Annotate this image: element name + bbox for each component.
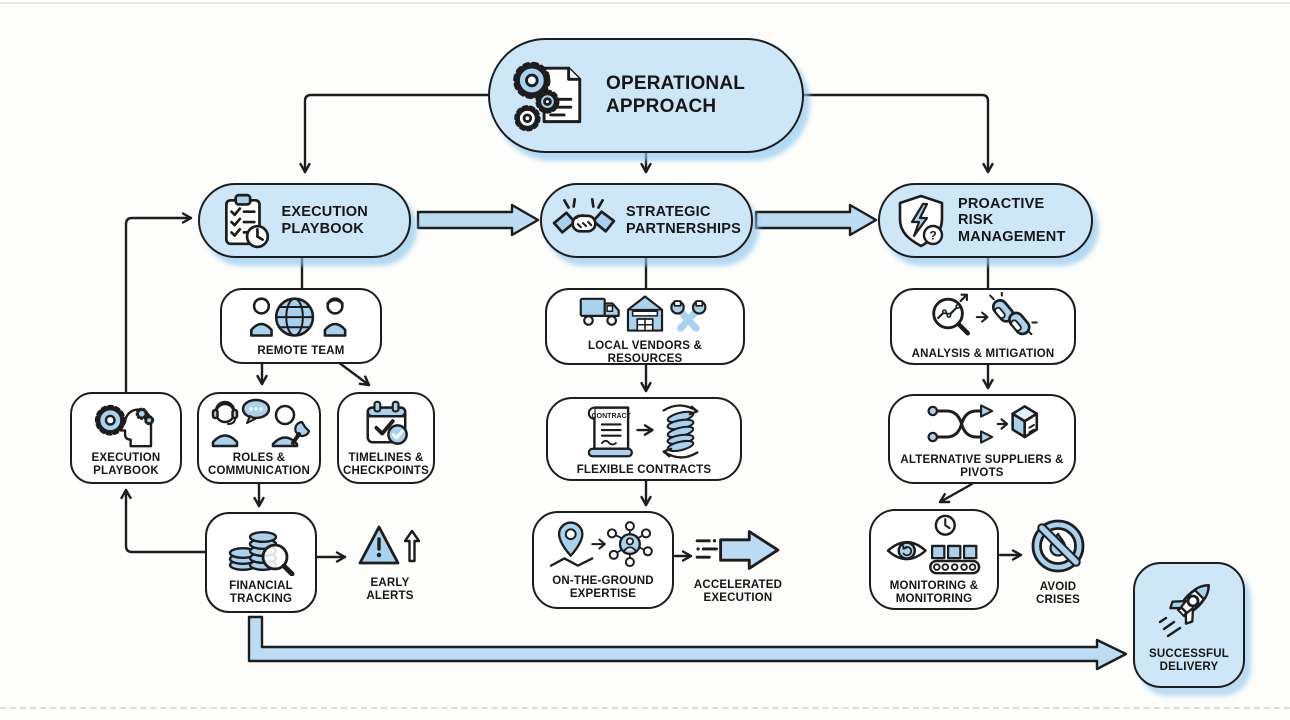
flexible-contracts-label: FLEXIBLE CONTRACTS [576,463,712,476]
proactive-risk-node: ? PROACTIVE RISK MANAGEMENT [878,183,1093,258]
accelerated-execution-node: ACCELERATED EXECUTION [688,527,788,605]
execution-playbook-side-label: EXECUTION PLAYBOOK [91,452,161,477]
svg-text:?: ? [929,228,936,242]
connector-root-to-risk [802,93,994,174]
on-the-ground-node: ON-THE-GROUND EXPERTISE [532,511,674,609]
bottom-edge-line [0,707,1290,709]
gear-mind-icon [93,398,159,448]
connector-suppliers-to-monitoring [938,482,974,504]
local-vendors-node: LOCAL VENDORS & RESOURCES [545,288,745,365]
thick-arrow-execution-strategic [416,203,540,237]
people-globe-icon [245,295,357,341]
map-pin-network-icon [541,519,665,571]
analysis-mitigation-node: ANALYSIS & MITIGATION [890,288,1076,365]
analysis-mitigation-label: ANALYSIS & MITIGATION [911,348,1055,361]
local-vendors-label: LOCAL VENDORS & RESOURCES [588,339,702,365]
monitoring-node: MONITORING & MONITORING [869,509,999,610]
timelines-checkpoints-node: TIMELINES & CHECKPOINTS [337,392,435,484]
clipboard-clock-icon [218,192,272,250]
thick-arrow-to-delivery [247,615,1128,671]
svg-text:CONTRACT: CONTRACT [592,412,632,419]
rocket-icon [1156,576,1222,640]
avoid-crises-node: AVOID CRISES [1022,517,1094,607]
shuffle-box-icon [921,398,1043,450]
successful-delivery-node: SUCCESSFUL DELIVERY [1133,562,1245,688]
prohibition-icon [1029,517,1087,575]
connector-remote-to-timelines [336,360,371,387]
execution-playbook-pill-label: EXECUTION PLAYBOOK [281,204,368,237]
avoid-crises-label: AVOID CRISES [1035,581,1081,606]
connector-loop-to-execution-pill [124,212,193,394]
on-the-ground-label: ON-THE-GROUND EXPERTISE [552,575,654,600]
successful-delivery-label: SUCCESSFUL DELIVERY [1149,648,1229,673]
coins-magnifier-icon [226,520,296,576]
accelerated-execution-label: ACCELERATED EXECUTION [693,579,783,604]
thick-arrow-strategic-risk [754,203,878,237]
calendar-check-icon [360,398,412,448]
top-edge-line [0,2,1290,4]
early-alerts-node: EARLY ALERTS [352,521,428,603]
magnifier-chart-chain-icon [920,292,1046,344]
handshake-icon [552,196,616,246]
gears-document-icon [510,57,596,135]
strategic-partnerships-label: STRATEGIC PARTNERSHIPS [626,204,741,237]
flexible-contracts-node: CONTRACT FLEXIBLE CONTRACTS [546,397,742,481]
headset-chat-technician-icon [207,398,311,448]
operational-approach-node: OPERATIONAL APPROACH [488,38,804,153]
strategic-partnerships-node: STRATEGIC PARTNERSHIPS [540,183,753,258]
connector-root-to-execution [299,93,490,174]
shield-lightning-question-icon: ? [894,192,948,250]
early-alerts-label: EARLY ALERTS [366,577,414,602]
monitoring-label: MONITORING & MONITORING [889,579,979,605]
operational-approach-label: OPERATIONAL APPROACH [606,73,745,117]
execution-playbook-side-node: EXECUTION PLAYBOOK [70,392,182,484]
alternative-suppliers-label: ALTERNATIVE SUPPLIERS & PIVOTS [900,454,1064,479]
remote-team-node: REMOTE TEAM [220,288,382,364]
financial-tracking-label: FINANCIAL TRACKING [229,579,293,605]
connector-financial-loop-left [120,488,207,554]
warning-up-arrow-icon [357,521,423,571]
execution-playbook-pill-node: EXECUTION PLAYBOOK [198,183,411,258]
eye-conveyor-clock-icon [882,514,986,576]
truck-warehouse-tools-icon [559,288,731,336]
contract-to-spring-icon: CONTRACT [575,402,713,460]
financial-tracking-node: FINANCIAL TRACKING [205,512,317,613]
remote-team-label: REMOTE TEAM [257,344,345,357]
timelines-checkpoints-label: TIMELINES & CHECKPOINTS [343,452,429,477]
proactive-risk-label: PROACTIVE RISK MANAGEMENT [958,195,1066,245]
roles-communication-label: ROLES & COMMUNICATION [207,452,311,477]
roles-communication-node: ROLES & COMMUNICATION [197,392,321,484]
alternative-suppliers-node: ALTERNATIVE SUPPLIERS & PIVOTS [888,394,1076,484]
speed-arrow-icon [694,527,782,573]
